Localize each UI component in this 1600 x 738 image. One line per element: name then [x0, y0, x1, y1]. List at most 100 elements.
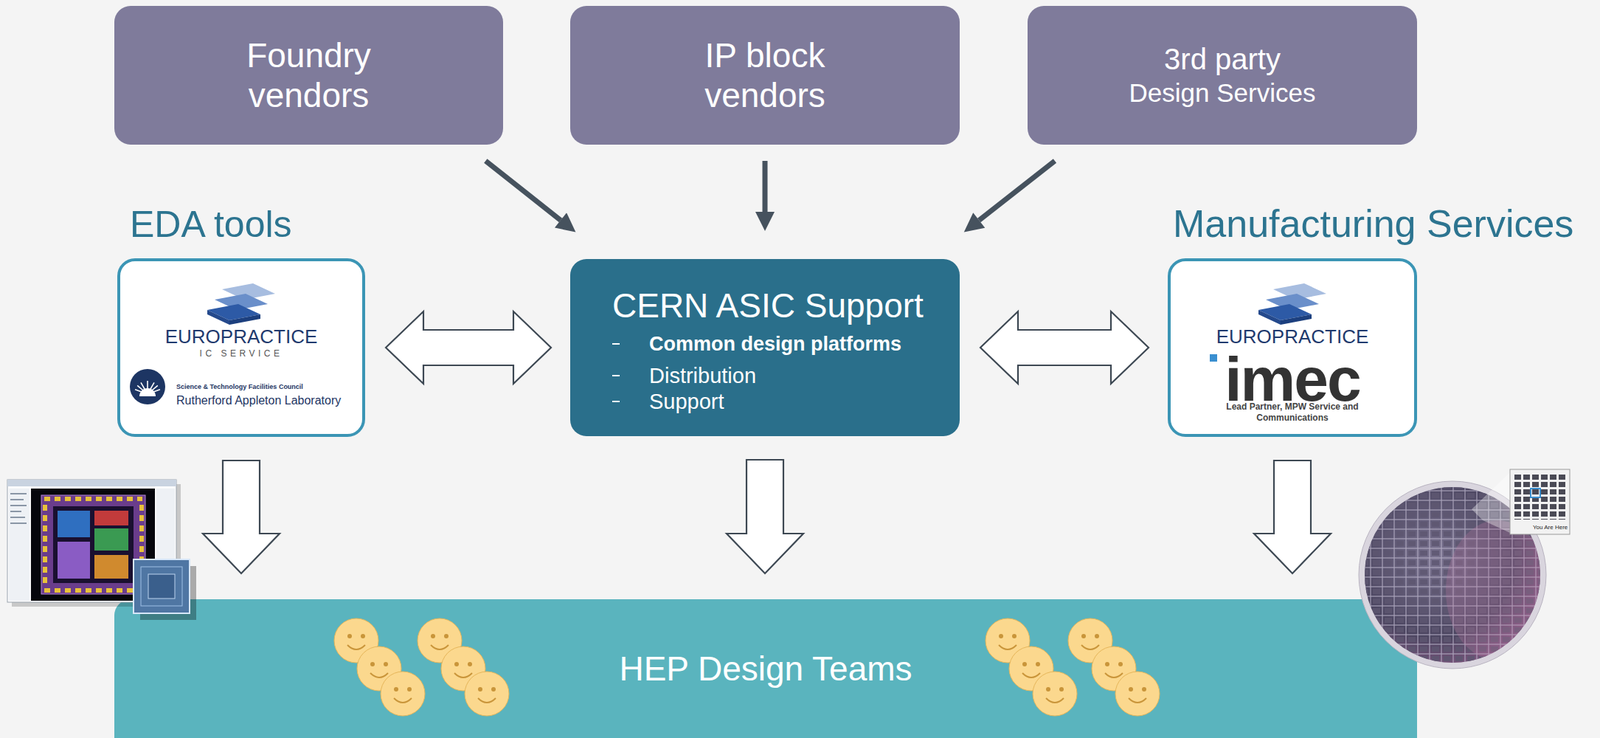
logo-subtitle: Lead Partner, MPW Service and Communicat… — [1213, 401, 1373, 424]
partner-box: Foundry vendors — [114, 5, 504, 145]
text-row: IP block vendors — [672, 35, 858, 116]
logo-subtitle: IC SERVICE — [199, 347, 284, 360]
designer-smileys — [430, 633, 436, 639]
logo-subtitle: Science & Technology Facilities Council — [176, 382, 304, 391]
designer-smileys — [1012, 633, 1017, 639]
designer-smileys — [1091, 646, 1137, 691]
block-arrow — [202, 460, 280, 574]
box-title: CERN ASIC Support — [612, 284, 924, 327]
block-arrow — [726, 459, 804, 574]
designer-smileys — [998, 644, 1017, 650]
designer-smileys — [1128, 697, 1147, 703]
designer-smileys — [1091, 646, 1137, 691]
layout-screenshot — [10, 504, 27, 507]
wafer-photo — [1530, 488, 1541, 498]
designer-smileys — [1068, 618, 1113, 663]
wafer-photo — [1364, 486, 1541, 663]
layout-screenshot — [7, 479, 177, 602]
text-row: Foundry vendors — [216, 35, 402, 116]
section-heading: Manufacturing Services — [1172, 200, 1574, 247]
service-box: Manufacturing ServicesEUROPRACTICEimecLe… — [1167, 258, 1418, 437]
designer-smileys — [1081, 644, 1100, 650]
text-row: Design Services — [1129, 76, 1316, 110]
stfc-emblem — [137, 385, 148, 394]
text-row: CERN ASIC Support — [612, 284, 953, 327]
wafer-photo — [1358, 480, 1548, 670]
text-row: EDA tools — [120, 202, 363, 247]
text-row: imec — [1170, 357, 1415, 402]
layout-screenshot — [148, 573, 175, 599]
designer-smileys — [357, 646, 402, 691]
text-row: Rutherford Appleton Laboratory — [120, 393, 363, 408]
designer-smileys — [380, 671, 425, 716]
stfc-emblem — [139, 388, 156, 397]
designer-smileys — [998, 633, 1004, 639]
layout-screenshot — [42, 504, 48, 585]
layout-screenshot — [8, 488, 30, 601]
designer-smileys — [491, 686, 496, 692]
layout-screenshot — [44, 496, 143, 501]
designer-smileys — [454, 661, 459, 667]
designer-smileys — [1035, 661, 1041, 667]
support-box: CERN ASIC SupportCommon design platforms… — [570, 258, 960, 436]
europractice-icon — [1273, 283, 1327, 300]
text-row: HEP Design Teams — [618, 647, 912, 689]
callout-text: You Are Here — [1532, 523, 1568, 532]
designer-smileys — [1105, 661, 1110, 667]
text-row: 3rd party — [1164, 41, 1281, 77]
designer-smileys — [347, 633, 352, 639]
designer-smileys — [985, 618, 1030, 663]
wafer-photo — [1471, 472, 1511, 533]
designer-smileys — [1022, 661, 1027, 667]
europractice-icon — [1280, 314, 1312, 325]
designer-smileys — [1105, 672, 1123, 678]
partner-box: IP block vendors — [570, 5, 960, 145]
box-label: Foundry vendors — [216, 35, 402, 116]
designer-smileys — [985, 618, 1030, 663]
designer-smileys — [430, 644, 449, 650]
layout-screenshot — [11, 483, 181, 607]
layout-screenshot — [57, 510, 90, 538]
text-row: Science & Technology Facilities Council — [120, 382, 363, 391]
europractice-icon — [207, 303, 261, 321]
designer-smileys — [380, 671, 425, 716]
block-arrow — [980, 311, 1149, 384]
designer-smileys — [334, 618, 379, 663]
block-arrow — [1254, 460, 1331, 574]
layout-screenshot — [94, 510, 129, 526]
stfc-emblem — [147, 389, 161, 394]
designer-smileys — [467, 661, 473, 667]
layout-screenshot — [7, 479, 177, 487]
text-row: IC SERVICE — [120, 347, 363, 360]
layout-screenshot — [156, 488, 175, 601]
designer-smileys — [441, 646, 486, 691]
designer-smileys — [444, 633, 449, 639]
designer-smileys — [1046, 686, 1051, 692]
designer-smileys — [357, 646, 402, 691]
layout-screenshot — [139, 504, 144, 585]
designer-smileys — [1115, 671, 1160, 716]
text-row: Common design platforms — [612, 330, 953, 358]
designer-smileys — [1009, 646, 1054, 691]
box-label: 3rd party — [1164, 41, 1281, 77]
europractice-icon — [1258, 283, 1327, 325]
bullet-dash — [612, 400, 620, 403]
flow-arrow — [978, 160, 1055, 220]
band-label: HEP Design Teams — [618, 647, 912, 689]
wafer-photo — [1358, 469, 1570, 670]
text-row: EUROPRACTICE — [1170, 325, 1415, 348]
block-arrow — [385, 311, 552, 384]
designer-smileys — [441, 646, 486, 691]
designer-smileys — [370, 672, 389, 678]
logo-wordmark: EUROPRACTICE — [165, 325, 318, 348]
designer-smileys — [478, 697, 496, 703]
stfc-emblem — [129, 368, 166, 405]
designer-smileys — [464, 671, 509, 716]
stfc-emblem — [146, 380, 149, 394]
designer-smileys — [1081, 633, 1086, 639]
partner-box: 3rd partyDesign Services — [1027, 5, 1418, 145]
europractice-icon — [222, 283, 276, 300]
text-row: Lead Partner, MPW Service and Communicat… — [1170, 401, 1415, 424]
layout-screenshot — [57, 541, 90, 579]
text-row: Manufacturing Services — [1170, 200, 1415, 247]
